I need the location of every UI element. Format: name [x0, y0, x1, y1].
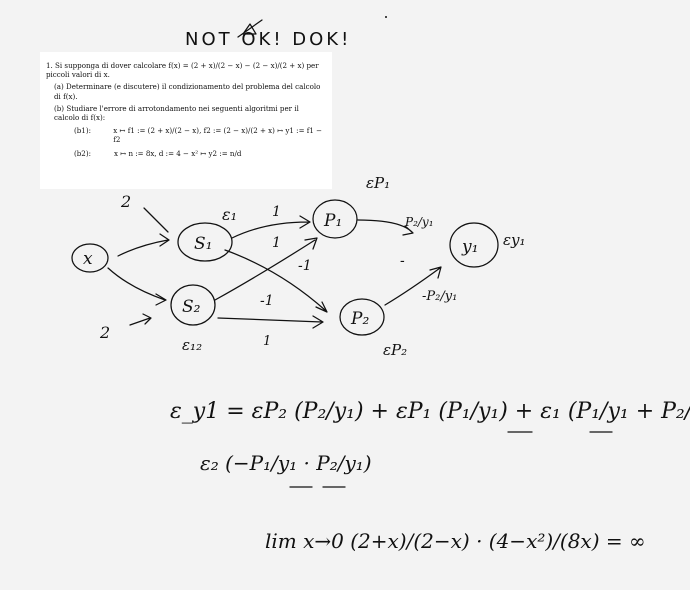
label-eps-p1: εP₁: [366, 174, 390, 192]
weight-s2-p2: -1: [260, 293, 274, 309]
minus-sign: -: [400, 253, 405, 269]
node-s2: S₂: [170, 284, 216, 326]
label-eps-s2: ε₁₂: [182, 336, 202, 354]
node-y1-label: y₁: [461, 237, 478, 257]
ink-dot: [385, 16, 387, 18]
node-p2: P₂: [339, 298, 385, 336]
edge-s2-p2: [217, 315, 324, 329]
edge-2-s2: [129, 313, 152, 326]
node-p2-label: P₂: [350, 309, 369, 329]
edge-2-s1: [143, 207, 169, 233]
problem-number: 1.: [46, 61, 53, 70]
algorithm-b1-label: (b1):: [74, 126, 91, 136]
underline-marks: [289, 431, 613, 488]
handwritten-title: NOT OK! DOK!: [185, 29, 351, 50]
edge-s1-p2: [224, 249, 328, 313]
edge-s1-p1: [231, 215, 311, 239]
algorithm-b1: (b1): x ↦ f1 := (2 + x)/(2 − x), f2 := (…: [46, 126, 326, 144]
problem-intro: 1. Si supponga di dover calcolare f(x) =…: [46, 61, 326, 79]
problem-part-b: (b) Studiare l'errore di arrotondamento …: [54, 103, 299, 123]
label-2-bottom: 2: [99, 323, 110, 342]
edge-x-s1: [117, 233, 170, 257]
formula-line-1: ε_y1 = εP₂ (P₂/y₁) + εP₁ (P₁/y₁) + ε₁ (P…: [170, 399, 690, 424]
edge-s2-p1: [214, 237, 318, 301]
weight-s1-p1: 1: [272, 204, 281, 220]
node-s1: S₁: [177, 222, 233, 262]
weight-p1-y1: P₂/y₁: [404, 215, 434, 229]
edge-x-s2: [107, 267, 167, 306]
label-eps-s1: ε₁: [222, 205, 237, 224]
weight-s2-p1: -1: [298, 258, 312, 274]
node-p1-label: P₁: [323, 211, 342, 231]
node-x: x: [71, 243, 109, 273]
node-x-label: x: [83, 249, 93, 269]
node-y1: y₁: [449, 222, 499, 268]
weight-s1-p2: 1: [272, 235, 281, 251]
edge-p1-y1: [357, 219, 414, 236]
algorithm-b1-text: x ↦ f1 := (2 + x)/(2 − x), f2 := (2 − x)…: [113, 126, 323, 145]
node-p1: P₁: [312, 199, 358, 239]
cursor-arrow-icon: [237, 19, 263, 38]
problem-part-a: (a) Determinare (e discutere) il condizi…: [54, 82, 321, 101]
weight-s2-p2-bottom: 1: [263, 334, 271, 349]
algorithm-b2: (b2): x ↦ n := 8x, d := 4 − x² ↦ y2 := n…: [46, 149, 326, 158]
problem-statement-card: 1. Si supponga di dover calcolare f(x) =…: [40, 52, 332, 189]
algorithm-b2-text: x ↦ n := 8x, d := 4 − x² ↦ y2 := n/d: [114, 148, 242, 158]
node-s1-label: S₁: [194, 234, 212, 254]
label-2-top: 2: [120, 192, 131, 211]
limit-expression: lim x→0 (2+x)/(2−x) · (4−x²)/(8x) = ∞: [265, 529, 646, 553]
edge-p2-y1: [384, 266, 442, 306]
weight-p2-y1: -P₂/y₁: [422, 289, 457, 304]
label-eps-y1: εy₁: [503, 231, 526, 249]
node-s2-label: S₂: [182, 297, 201, 317]
problem-intro-text: Si supponga di dover calcolare f(x) = (2…: [46, 61, 319, 80]
label-eps-p2: εP₂: [383, 341, 407, 359]
algorithm-b2-label: (b2):: [74, 148, 91, 158]
formula-line-2: ε₂ (−P₁/y₁ · P₂/y₁): [200, 451, 372, 475]
